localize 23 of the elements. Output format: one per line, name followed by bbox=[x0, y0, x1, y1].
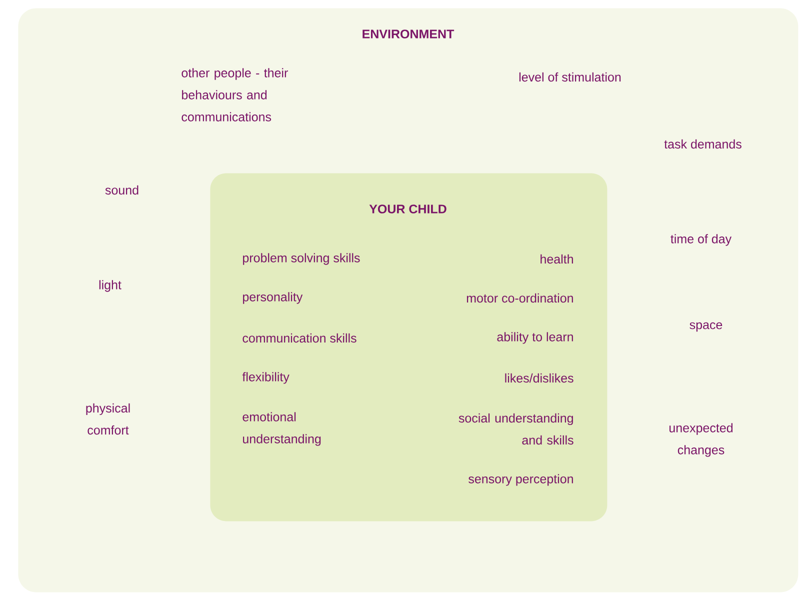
item-label: social understanding and skills bbox=[458, 413, 574, 445]
item-label: problem solving skills bbox=[243, 253, 360, 265]
heading: ENVIRONMENT bbox=[362, 30, 454, 38]
item-label: time of day bbox=[670, 234, 732, 246]
item-label: space bbox=[690, 322, 722, 332]
item-label: light bbox=[99, 280, 122, 292]
item-label: health bbox=[540, 254, 573, 264]
item-label: unexpected changes bbox=[670, 423, 732, 457]
item-label: flexibility bbox=[242, 372, 290, 384]
item-label: ability to learn bbox=[497, 332, 573, 344]
item-label: personality bbox=[243, 292, 303, 304]
item-label: sensory perception bbox=[468, 474, 573, 486]
item-label: level of stimulation bbox=[519, 72, 621, 82]
item-label: emotional understanding bbox=[242, 412, 321, 446]
item-label: other people - their behaviours and communications bbox=[182, 68, 288, 122]
item-label: physical comfort bbox=[86, 403, 130, 435]
item-label: sound bbox=[105, 185, 138, 195]
item-label: communication skills bbox=[242, 333, 356, 343]
item-label: motor co-ordination bbox=[466, 293, 573, 303]
item-label: likes/dislikes bbox=[505, 373, 574, 383]
item-label: task demands bbox=[664, 139, 742, 149]
heading: YOUR CHILD bbox=[369, 204, 446, 214]
inner-panel bbox=[210, 173, 608, 522]
